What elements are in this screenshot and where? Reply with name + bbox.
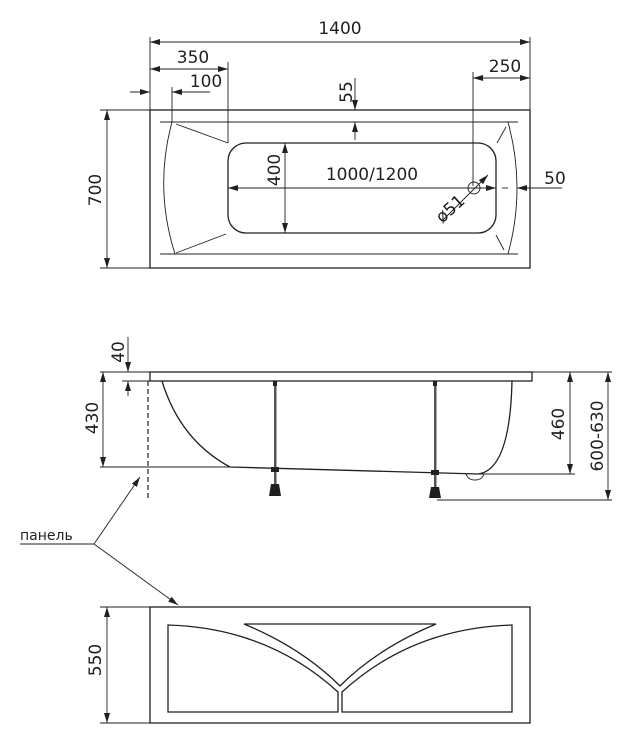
dim-bowl-width: 400 <box>265 154 285 186</box>
leg-left <box>269 381 281 496</box>
dim-height: 460 <box>549 408 569 440</box>
dim-headrest-offset: 350 <box>177 48 209 68</box>
dim-drain-diameter: ø51 <box>432 191 469 227</box>
panel-outline <box>149 606 531 724</box>
leader-line <box>93 476 141 545</box>
dim-panel-height: 550 <box>86 644 106 676</box>
panel-label: панель <box>20 528 73 544</box>
dim-drain-offset: 250 <box>489 57 521 77</box>
leg-right <box>429 381 441 498</box>
panel-left-segment <box>167 624 339 713</box>
side-view: 40 430 460 600-630 <box>83 337 612 501</box>
tub-body-side <box>161 380 513 475</box>
headrest-line <box>175 123 229 144</box>
dim-end-offset: 50 <box>544 169 566 189</box>
end-line <box>496 126 507 144</box>
dim-depth: 430 <box>83 402 103 434</box>
dim-height-with-legs: 600-630 <box>588 400 608 471</box>
leader-line <box>93 543 179 606</box>
drain-outlet <box>465 473 485 481</box>
dimension-line <box>442 174 489 221</box>
panel-callout: панель <box>20 476 179 606</box>
end-line <box>495 234 505 251</box>
top-view: 1400 350 100 250 55 700 400 1000/1200 50… <box>86 19 566 269</box>
panel-view: 550 <box>86 606 531 724</box>
right-end-arc <box>507 121 518 255</box>
panel-center-segment <box>243 623 437 687</box>
rim-side <box>149 371 533 382</box>
left-end-arc <box>163 121 176 255</box>
headrest-line <box>175 233 227 254</box>
panel-right-segment <box>341 624 513 713</box>
dim-rim-width: 55 <box>337 81 357 103</box>
dim-overall-length: 1400 <box>318 19 361 39</box>
dim-rim-thickness: 40 <box>109 341 129 363</box>
dim-bowl-length: 1000/1200 <box>326 165 418 185</box>
dim-edge-offset: 100 <box>190 72 222 92</box>
tub-outline-top <box>149 109 531 269</box>
dim-overall-width: 700 <box>86 174 106 206</box>
